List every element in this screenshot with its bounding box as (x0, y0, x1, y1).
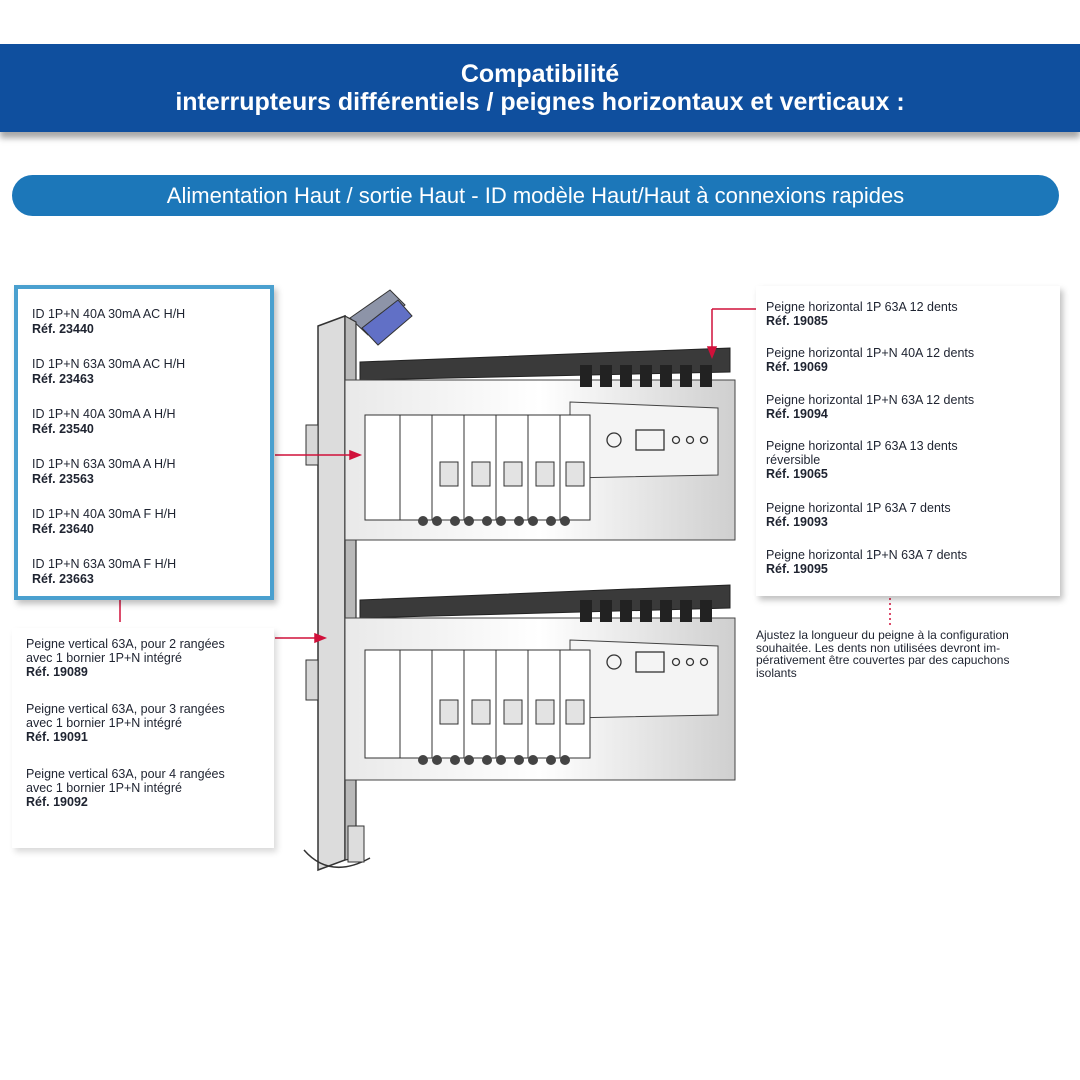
comb-ref: Réf. 19095 (766, 562, 828, 576)
product-label: ID 1P+N 40A 30mA A H/H (32, 407, 176, 421)
comb-label-line-1: Peigne horizontal 1P+N 40A 12 dents (766, 346, 975, 360)
supply-cable (349, 289, 413, 346)
lower-ground-symbols (606, 651, 709, 673)
note-line-4: isolants (756, 665, 797, 680)
upper-modules (364, 414, 591, 521)
note-line-3: pérativement être couvertes par des capu… (756, 653, 1010, 667)
product-label: ID 1P+N 40A 30mA F H/H (32, 507, 177, 521)
comb-label-line-1: Peigne horizontal 1P 63A 7 dents (766, 501, 951, 515)
title-banner: Compatibilité interrupteurs différentiel… (0, 44, 1080, 132)
horizontal-comb-list: Peigne horizontal 1P 63A 12 dents Réf. 1… (756, 286, 1060, 596)
list-item: ID 1P+N 40A 30mA AC H/H Réf. 23440 (32, 307, 185, 337)
product-label: ID 1P+N 63A 30mA A H/H (32, 457, 176, 471)
product-label: ID 1P+N 63A 30mA F H/H (32, 557, 177, 571)
product-ref: Réf. 23463 (32, 372, 94, 386)
comb-label-line-2: avec 1 bornier 1P+N intégré (26, 716, 182, 730)
comb-label-line-1: Peigne vertical 63A, pour 3 rangées (26, 702, 225, 716)
list-item: Peigne vertical 63A, pour 3 rangées avec… (26, 702, 225, 744)
comb-label-line-2: avec 1 bornier 1P+N intégré (26, 781, 182, 795)
list-item: Peigne horizontal 1P+N 63A 7 dents Réf. … (766, 548, 967, 576)
upper-row-assembly (344, 347, 736, 541)
list-item: ID 1P+N 63A 30mA AC H/H Réf. 23463 (32, 357, 185, 387)
lower-comb-teeth (580, 600, 712, 622)
note-line-2: souhaitée. Les dents non utilisées devro… (756, 640, 1001, 655)
pointer-lines (119, 308, 891, 644)
id-product-list: ID 1P+N 40A 30mA AC H/H Réf. 23440 ID 1P… (14, 285, 274, 600)
list-item: Peigne vertical 63A, pour 4 rangées avec… (26, 767, 225, 809)
comb-ref: Réf. 19085 (766, 314, 828, 328)
comb-ref: Réf. 19089 (26, 665, 88, 679)
lower-row-assembly (344, 584, 736, 781)
product-ref: Réf. 23640 (32, 522, 94, 536)
product-ref: Réf. 23440 (32, 322, 94, 336)
comb-ref: Réf. 19092 (26, 795, 88, 809)
comb-ref: Réf. 19093 (766, 515, 828, 529)
product-label: ID 1P+N 40A 30mA AC H/H (32, 307, 186, 321)
comb-ref: Réf. 19069 (766, 360, 828, 374)
list-item: ID 1P+N 63A 30mA F H/H Réf. 23663 (32, 557, 176, 587)
list-item: ID 1P+N 40A 30mA A H/H Réf. 23540 (32, 407, 175, 437)
note-line-1: Ajustez la longueur du peigne à la confi… (756, 628, 1009, 642)
comb-ref: Réf. 19091 (26, 730, 88, 744)
list-item: Peigne horizontal 1P+N 40A 12 dents Réf.… (766, 346, 974, 374)
title-line-2: interrupteurs différentiels / peignes ho… (175, 88, 905, 116)
comb-label-line-1: Peigne vertical 63A, pour 4 rangées (26, 767, 225, 781)
lower-modules (364, 649, 591, 759)
comb-label-line-1: Peigne horizontal 1P+N 63A 12 dents (766, 393, 975, 407)
product-ref: Réf. 23663 (32, 572, 94, 586)
list-item: Peigne horizontal 1P 63A 13 dents révers… (766, 439, 958, 481)
section-subtitle: Alimentation Haut / sortie Haut - ID mod… (12, 175, 1059, 216)
title-line-1: Compatibilité (460, 60, 620, 88)
upper-terminal-screws (418, 516, 570, 526)
list-item: Peigne horizontal 1P 63A 7 dents Réf. 19… (766, 501, 951, 529)
list-item: Peigne horizontal 1P 63A 12 dents Réf. 1… (766, 300, 958, 328)
comb-label-line-1: Peigne horizontal 1P+N 63A 7 dents (766, 548, 968, 562)
comb-label-line-1: Peigne horizontal 1P 63A 13 dents (766, 439, 958, 453)
comb-label-line-1: Peigne vertical 63A, pour 2 rangées (26, 637, 225, 651)
comb-ref: Réf. 19094 (766, 407, 828, 421)
comb-label-line-1: Peigne horizontal 1P 63A 12 dents (766, 300, 958, 314)
comb-label-line-2: réversible (766, 453, 821, 467)
product-ref: Réf. 23540 (32, 422, 94, 436)
list-item: ID 1P+N 63A 30mA A H/H Réf. 23563 (32, 457, 175, 487)
comb-label-line-2: avec 1 bornier 1P+N intégré (26, 651, 182, 665)
lower-terminal-screws (418, 755, 570, 765)
vertical-comb-list: Peigne vertical 63A, pour 2 rangées avec… (12, 628, 274, 848)
upper-comb-teeth (580, 365, 712, 387)
list-item: ID 1P+N 40A 30mA F H/H Réf. 23640 (32, 507, 176, 537)
upper-ground-symbols (606, 429, 709, 451)
list-item: Peigne vertical 63A, pour 2 rangées avec… (26, 637, 225, 679)
list-item: Peigne horizontal 1P+N 63A 12 dents Réf.… (766, 393, 974, 421)
comb-ref: Réf. 19065 (766, 467, 828, 481)
product-label: ID 1P+N 63A 30mA AC H/H (32, 357, 186, 371)
product-ref: Réf. 23563 (32, 472, 94, 486)
comb-length-note: Ajustez la longueur du peigne à la confi… (756, 629, 1066, 679)
